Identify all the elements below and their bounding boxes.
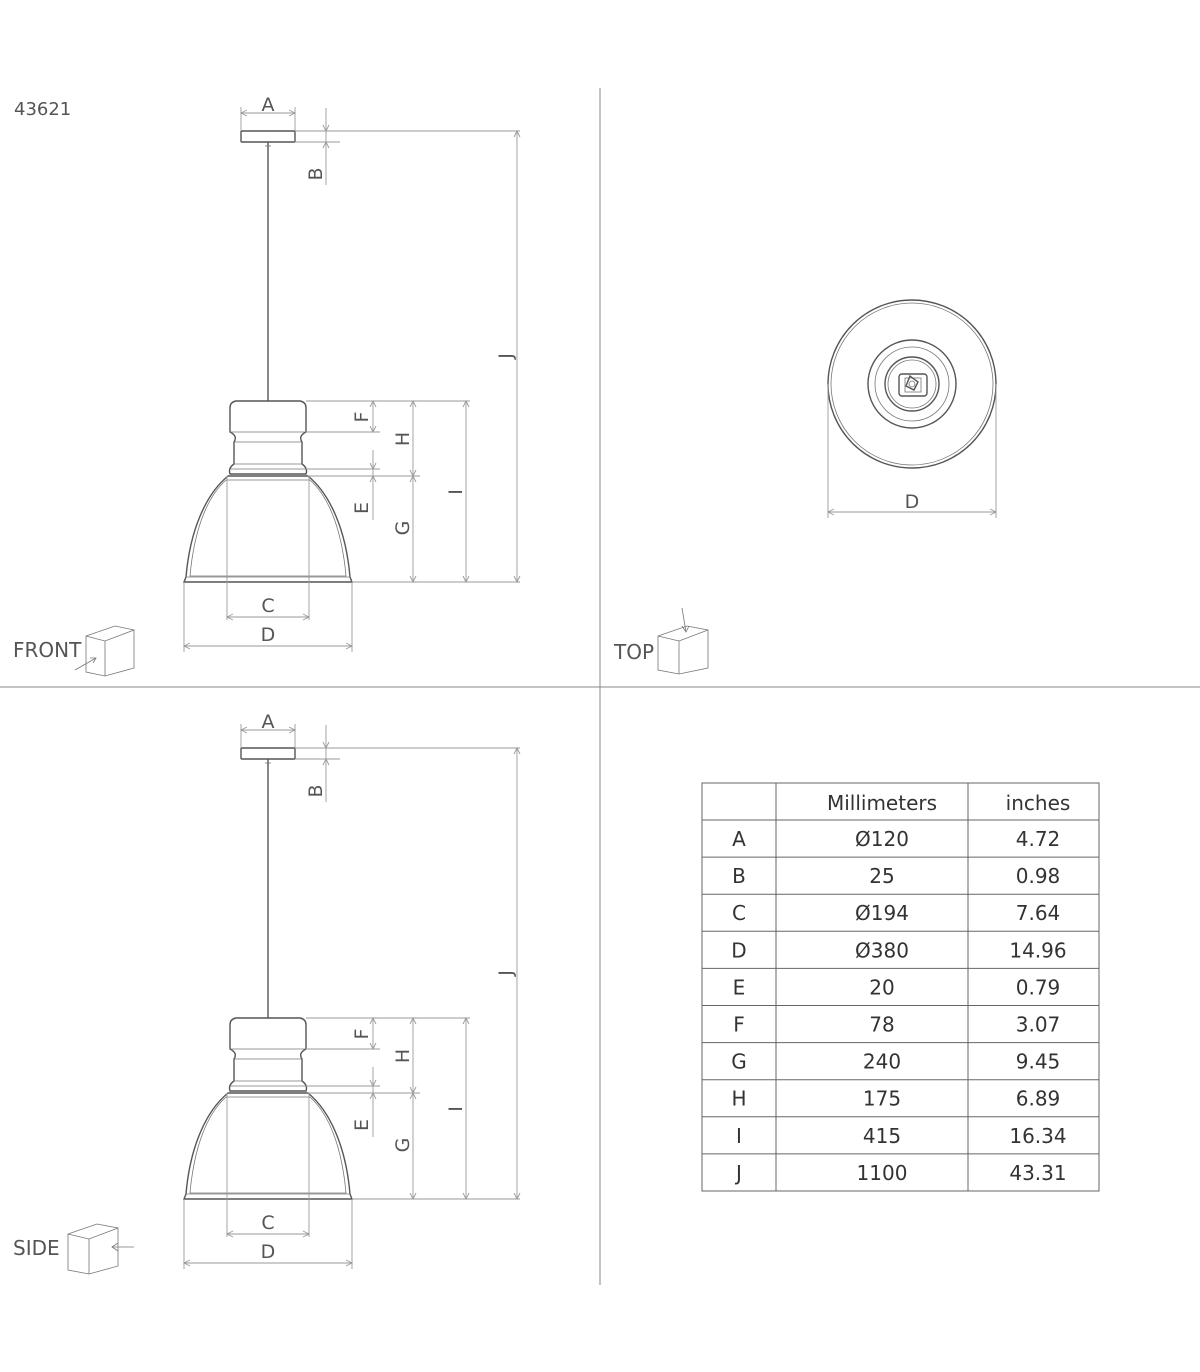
dim-label-f: F (351, 412, 373, 423)
dim-label-a: A (262, 94, 275, 116)
canopy (240, 130, 296, 143)
table-row-key: F (733, 1013, 745, 1037)
table-row-mm: 20 (869, 975, 894, 999)
table-row-mm: 25 (869, 864, 894, 888)
table-row-in: 0.79 (1016, 975, 1061, 999)
table-row-in: 43.31 (1009, 1161, 1066, 1185)
table-row-mm: 240 (863, 1050, 901, 1074)
dim-label-i: I (445, 489, 467, 495)
table-row-in: 4.72 (1016, 827, 1061, 851)
dim-label-e: E (351, 502, 373, 514)
table-row-mm: Ø380 (855, 938, 909, 962)
dim-label-j: J (495, 353, 517, 360)
lamp-collar (228, 400, 308, 475)
table-row-mm: 1100 (857, 1161, 908, 1185)
side-cube-icon (67, 1223, 134, 1275)
table-header-2: inches (1006, 791, 1071, 815)
table-row-key: D (731, 938, 746, 962)
table-row-key: G (731, 1050, 747, 1074)
table-row-in: 3.07 (1016, 1013, 1061, 1037)
top-view-drawing: D (826, 299, 998, 518)
table-row-in: 9.45 (1016, 1050, 1061, 1074)
table-row-key: C (732, 901, 746, 925)
front-view-drawing: A B J F E H (182, 94, 521, 652)
table-row-mm: Ø120 (855, 827, 909, 851)
dim-label-h: H (392, 432, 414, 446)
dim-label-c: C (261, 595, 274, 617)
top-cube-icon (657, 607, 709, 675)
side-view-drawing (183, 710, 521, 1270)
socket-icon (898, 373, 928, 397)
collar-circle (867, 339, 957, 429)
table-row-in: 7.64 (1016, 901, 1061, 925)
shade-outer-circle (827, 299, 997, 469)
front-cube-icon (74, 625, 135, 677)
side-view-label: SIDE (13, 1236, 60, 1260)
lamp-shade (182, 475, 354, 583)
dim-label-g: G (392, 521, 414, 536)
product-code: 43621 (14, 99, 71, 120)
table-row-key: E (733, 975, 746, 999)
table-row-key: J (734, 1161, 742, 1185)
table-row-key: H (731, 1087, 746, 1111)
table-row-in: 16.34 (1009, 1124, 1066, 1148)
table-row-key: B (732, 864, 746, 888)
front-view-label: FRONT (13, 638, 82, 662)
table-row-in: 0.98 (1016, 864, 1061, 888)
table-row-mm: 175 (863, 1087, 901, 1111)
top-view-label: TOP (613, 640, 654, 664)
table-row-in: 6.89 (1016, 1087, 1061, 1111)
top-dim-label-d: D (905, 491, 920, 513)
table-row-mm: Ø194 (855, 901, 909, 925)
dim-label-b: B (305, 167, 327, 180)
table-header-1: Millimeters (827, 791, 937, 815)
table-row-in: 14.96 (1009, 938, 1066, 962)
table-row-mm: 415 (863, 1124, 901, 1148)
table-row-key: I (736, 1124, 742, 1148)
dim-label-d: D (261, 624, 276, 646)
table-row-key: A (732, 827, 746, 851)
table-row-mm: 78 (869, 1013, 894, 1037)
